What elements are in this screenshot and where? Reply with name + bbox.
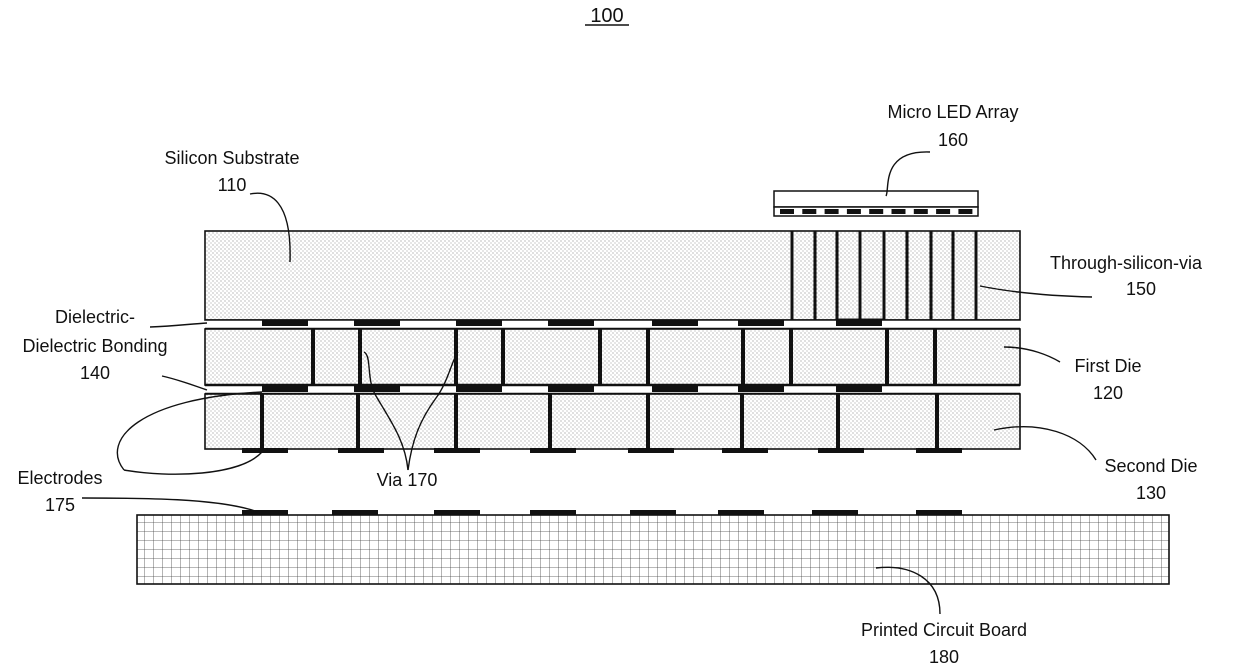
micro-led-cell <box>914 209 928 214</box>
electrode-pad <box>456 320 502 326</box>
printed-circuit-board-label: Printed Circuit Board <box>861 620 1027 640</box>
second-die-label: Second Die <box>1104 456 1197 476</box>
electrode-pad <box>530 448 576 453</box>
electrode-pad <box>818 448 864 453</box>
silicon-substrate-ref: 110 <box>218 175 247 195</box>
via-label: Via 170 <box>377 470 438 490</box>
second-die-ref: 130 <box>1136 483 1166 503</box>
electrode-pad <box>242 448 288 453</box>
leader-dielectric-bonding-bottom <box>162 376 207 390</box>
electrode-pad <box>548 320 594 326</box>
electrode-pad <box>434 448 480 453</box>
dielectric-bonding-ref: 140 <box>80 363 110 383</box>
leader-electrodes-lower <box>124 452 262 474</box>
micro-led-cell <box>780 209 794 214</box>
electrodes-ref: 175 <box>45 495 75 515</box>
leader-dielectric-bonding-top <box>150 323 207 327</box>
electrode-pad <box>354 320 400 326</box>
micro-led-cell <box>825 209 839 214</box>
micro-led-array-ref: 160 <box>938 130 968 150</box>
electrode-pad <box>652 386 698 392</box>
micro-led-cell <box>802 209 816 214</box>
electrode-pad <box>262 320 308 326</box>
silicon-substrate <box>205 231 1020 320</box>
dielectric-bonding-layer-bottom <box>205 385 1020 394</box>
electrode-pad <box>262 386 308 392</box>
through-silicon-via-ref: 150 <box>1126 279 1156 299</box>
through-silicon-via-label: Through-silicon-via <box>1050 253 1203 273</box>
electrode-pad <box>738 386 784 392</box>
electrode-pad <box>354 386 400 392</box>
silicon-substrate-label: Silicon Substrate <box>164 148 299 168</box>
electrode-pad <box>652 320 698 326</box>
first-die <box>205 329 1020 385</box>
dielectric-bonding-layer-top <box>205 320 1020 329</box>
dielectric-bonding-label-line1: Dielectric- <box>55 307 135 327</box>
dielectric-bonding-label-line2: Dielectric Bonding <box>22 336 167 356</box>
electrode-pad <box>338 448 384 453</box>
leader-electrodes-pcb <box>82 498 258 512</box>
printed-circuit-board-ref: 180 <box>929 647 959 667</box>
figure-number: 100 <box>590 5 623 27</box>
electrode-pad <box>916 448 962 453</box>
second-die <box>205 394 1020 449</box>
electrode-pad <box>456 386 502 392</box>
electrode-pad <box>738 320 784 326</box>
micro-led-cell <box>958 209 972 214</box>
first-die-label: First Die <box>1075 356 1142 376</box>
micro-led-cell <box>847 209 861 214</box>
leader-micro-led-array <box>886 152 930 196</box>
micro-led-cell <box>936 209 950 214</box>
first-die-ref: 120 <box>1093 383 1123 403</box>
electrode-pad <box>628 448 674 453</box>
micro-led-cell <box>869 209 883 214</box>
electrodes-label: Electrodes <box>17 468 102 488</box>
micro-led-cells <box>780 209 972 214</box>
electrode-pad <box>548 386 594 392</box>
electrode-pad <box>836 320 882 326</box>
micro-led-array <box>774 191 978 216</box>
electrode-pad <box>722 448 768 453</box>
printed-circuit-board <box>137 515 1169 584</box>
micro-led-cell <box>892 209 906 214</box>
electrode-pad <box>836 386 882 392</box>
micro-led-array-label: Micro LED Array <box>887 102 1018 122</box>
